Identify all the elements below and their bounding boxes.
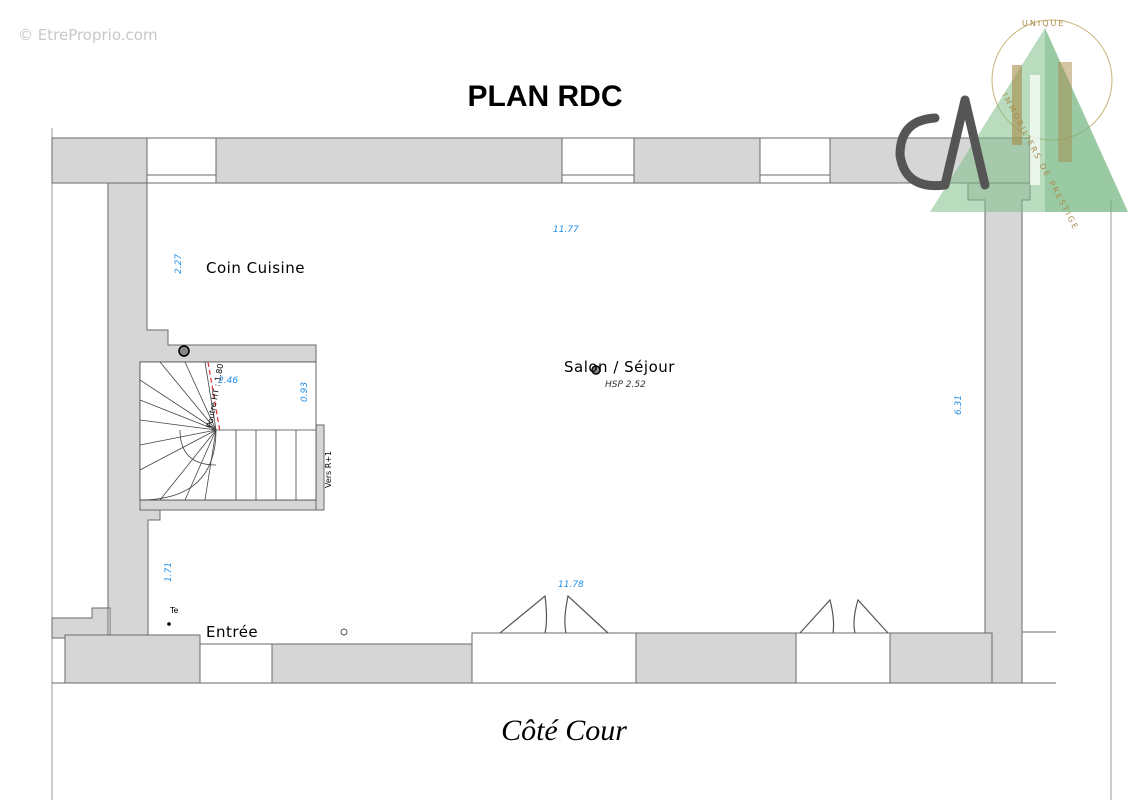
- top-wall: [51, 137, 1031, 184]
- living-fixture: [591, 365, 601, 375]
- staircase: [139, 361, 317, 501]
- dim-stair-gap: 0.93: [300, 382, 310, 402]
- plan-title: PLAN RDC: [468, 80, 623, 113]
- te-dot: [167, 622, 171, 626]
- french-door-left: [499, 594, 609, 634]
- dim-top-width: 11.77: [553, 225, 579, 235]
- dim-right-depth: 6.31: [954, 395, 964, 415]
- room-label-entrance: Entrée: [206, 623, 258, 641]
- watermark-text: © EtreProprio.com: [18, 26, 158, 44]
- beam-line: [207, 361, 221, 433]
- stairs-direction: Vers R+1: [324, 451, 333, 488]
- agency-logo: UNIQUE IMMOBILIERS DE PRESTIGE: [895, 19, 1128, 232]
- stair-lower-wall: [139, 499, 317, 511]
- logo-ring-top: UNIQUE: [1022, 19, 1065, 28]
- kitchen-fixture: [178, 345, 190, 357]
- room-label-living: Salon / Séjour: [564, 358, 675, 376]
- dim-entrance-depth: 1.71: [164, 562, 174, 582]
- stair-right-wall: [315, 424, 325, 511]
- right-wall: [967, 182, 1031, 684]
- te-label: Te: [169, 606, 179, 615]
- court-label: Côté Cour: [501, 714, 627, 747]
- dim-stair-width: 2.46: [218, 376, 238, 386]
- dim-kitchen-depth: 2.27: [174, 254, 184, 274]
- dim-bottom-width: 11.78: [558, 580, 584, 590]
- left-wall: [51, 182, 317, 684]
- french-door-right: [799, 598, 889, 634]
- bottom-wall: [64, 632, 1023, 684]
- room-label-kitchen: Coin Cuisine: [206, 259, 305, 277]
- entrance-fixture: [340, 628, 348, 636]
- ceiling-height: HSP 2.52: [605, 380, 646, 390]
